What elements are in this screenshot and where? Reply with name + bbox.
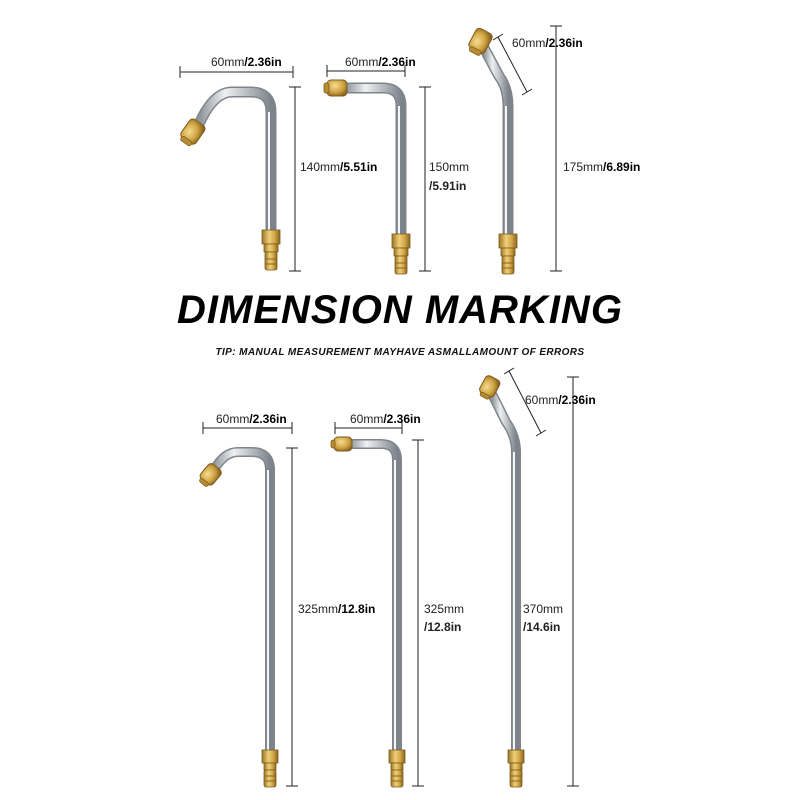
lance-6-tip-dimension-line [508, 370, 542, 434]
lance-4: 60mm/2.36in 325mm/12.8in [199, 412, 375, 788]
lance-2-coupler [391, 233, 411, 275]
lance-6-nozzle [479, 375, 501, 400]
lance-5: 60mm/2.36in 325mm /12.8in [330, 412, 464, 788]
lance-2-tip-label: 60mm/2.36in [345, 55, 416, 69]
lance-2: 60mm/2.36in 150mm /5.91in [323, 55, 469, 275]
measurement-tip-text: TIP: MANUAL MEASUREMENT MAYHAVE ASMALLAM… [215, 347, 585, 358]
lance-4-nozzle [199, 463, 222, 487]
lance-5-tip-label: 60mm/2.36in [350, 412, 421, 426]
lance-3-tip-label: 60mm/2.36in [512, 36, 583, 50]
lance-2-length-label-in: /5.91in [429, 179, 466, 193]
lance-1-tube [194, 86, 277, 238]
lance-5-nozzle [330, 436, 353, 452]
lance-3-length-label: 175mm/6.89in [563, 160, 640, 174]
lance-6-coupler [507, 749, 525, 788]
lance-6-length-label-in: /14.6in [523, 620, 560, 634]
lance-3-coupler [498, 233, 518, 275]
lance-6-tip-label: 60mm/2.36in [525, 393, 596, 407]
lance-1-tip-label: 60mm/2.36in [211, 55, 282, 69]
lance-5-length-label-mm: 325mm [424, 602, 464, 616]
lance-1-length-label: 140mm/5.51in [300, 160, 377, 174]
lance-3: 60mm/2.36in 175mm/6.89in [468, 25, 640, 275]
lance-4-tube [209, 447, 275, 757]
lance-1: 60mm/2.36in 140mm/5.51in [179, 55, 377, 272]
lance-1-nozzle [180, 118, 206, 147]
lance-5-length-label-in: /12.8in [424, 620, 461, 634]
lance-3-tip-dimension-line [497, 36, 528, 93]
lance-2-length-label-mm: 150mm [429, 160, 469, 174]
lance-4-tip-label: 60mm/2.36in [216, 412, 287, 426]
lance-2-nozzle [323, 79, 348, 97]
lance-1-coupler [261, 229, 281, 271]
lance-4-length-label: 325mm/12.8in [298, 602, 375, 616]
dimension-marking-heading: DIMENSION MARKING [177, 288, 623, 332]
lance-6: 60mm/2.36in 370mm /14.6in [479, 367, 596, 788]
lance-6-length-label-mm: 370mm [523, 602, 563, 616]
lance-5-tube [345, 439, 402, 757]
lance-5-coupler [388, 749, 406, 788]
lance-4-coupler [261, 749, 279, 788]
lance-3-nozzle [468, 27, 493, 56]
